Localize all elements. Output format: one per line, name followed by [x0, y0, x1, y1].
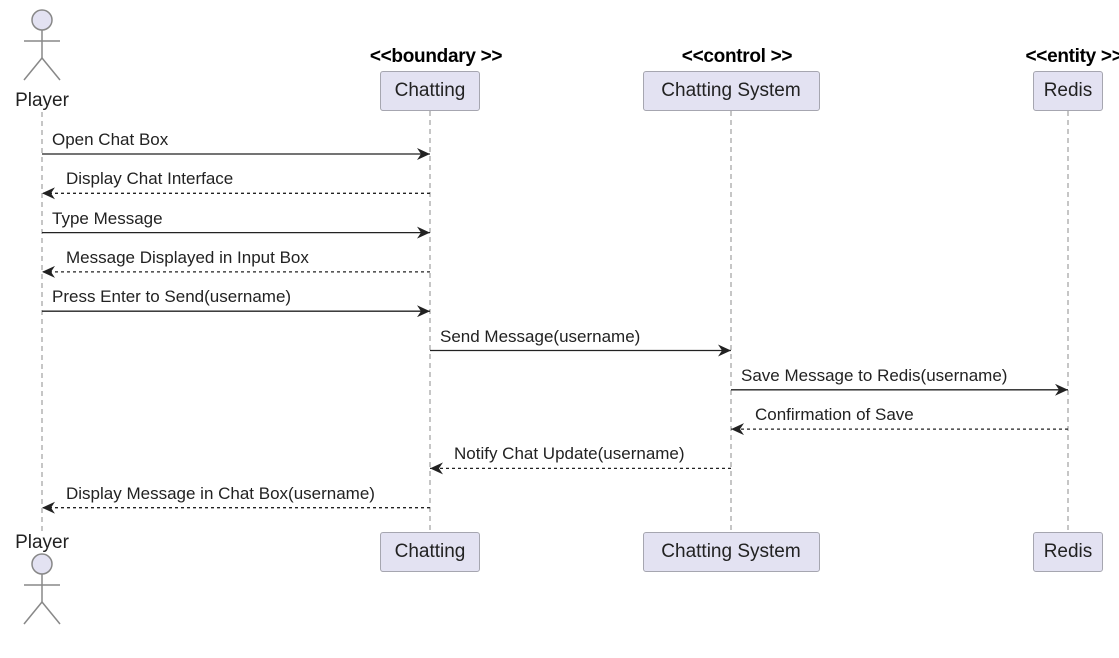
stereotype-control: <<control >> — [681, 46, 793, 67]
participant-chatting-bottom: Chatting — [380, 532, 480, 572]
message-label: Notify Chat Update(username) — [454, 444, 685, 464]
message-label: Save Message to Redis(username) — [741, 365, 1008, 385]
message-label: Message Displayed in Input Box — [66, 247, 309, 267]
participant-redis-top: Redis — [1033, 71, 1103, 111]
message-label: Send Message(username) — [440, 326, 641, 346]
message-label: Confirmation of Save — [755, 405, 914, 425]
message-label: Display Chat Interface — [66, 169, 234, 189]
participant-redis-bottom: Redis — [1033, 532, 1103, 572]
actor-label-top: Player — [15, 90, 69, 111]
message-label: Type Message — [52, 208, 163, 228]
actor-bottom-icon — [23, 553, 61, 625]
stereotype-boundary: <<boundary >> — [369, 46, 503, 67]
participant-system-top: Chatting System — [642, 71, 820, 111]
actor-top-icon — [23, 9, 61, 81]
actor-label-bottom: Player — [15, 532, 69, 553]
participant-chatting-top: Chatting — [380, 71, 480, 111]
message-label: Open Chat Box — [52, 130, 169, 149]
message-label: Display Message in Chat Box(username) — [66, 483, 375, 503]
message-label: Press Enter to Send(username) — [52, 287, 292, 307]
participant-system-bottom: Chatting System — [642, 532, 820, 572]
stereotype-entity: <<entity >> — [1025, 46, 1119, 67]
